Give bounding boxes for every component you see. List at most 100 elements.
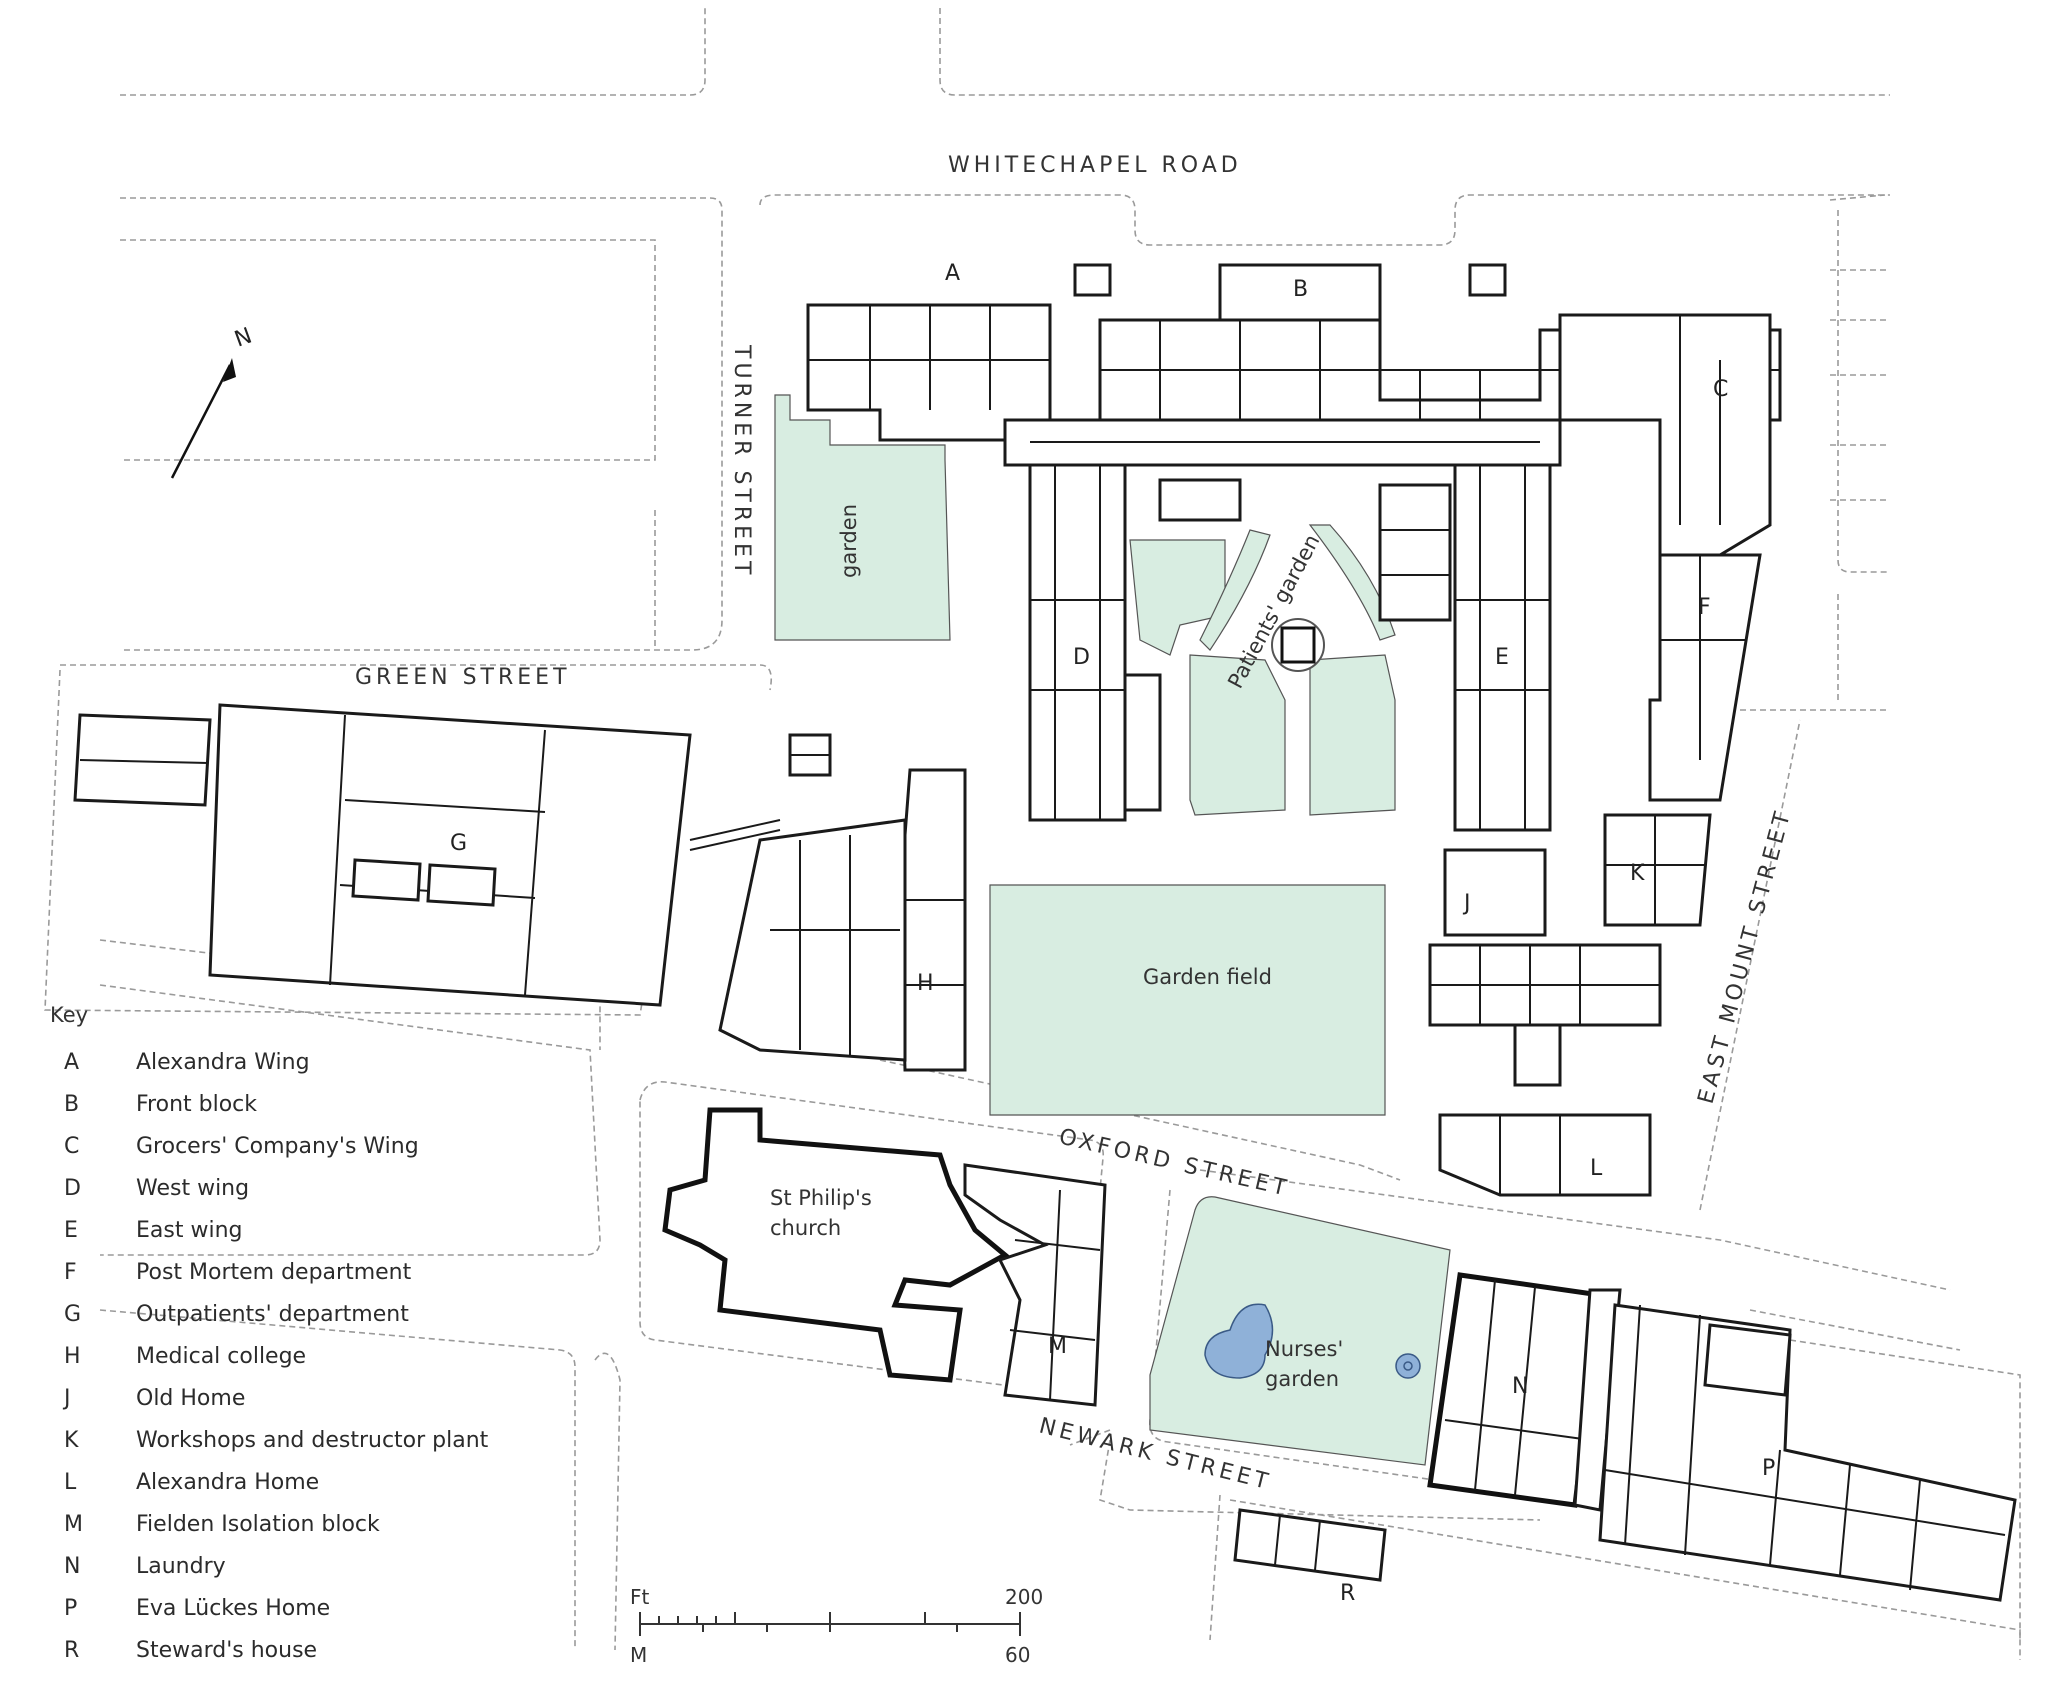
- patients-garden-feature: [1271, 618, 1325, 672]
- letter-b: B: [1293, 277, 1308, 302]
- letter-r: R: [1340, 1581, 1355, 1606]
- key-label: Front block: [136, 1091, 258, 1117]
- key-label: Outpatients' department: [136, 1301, 409, 1327]
- street-green-street: GREEN STREET: [355, 665, 571, 690]
- building-f-post-mortem: [1648, 553, 1762, 802]
- patients-garden-left-lawn: [1129, 539, 1226, 656]
- scale-bar: Ft 200 M 60: [630, 1585, 1043, 1667]
- key-letter: N: [64, 1553, 81, 1579]
- key-letter: K: [64, 1427, 79, 1453]
- letter-k: K: [1630, 861, 1645, 886]
- key-label: Eva Lückes Home: [136, 1595, 331, 1621]
- street-turner-street: TURNER STREET: [729, 344, 754, 578]
- nurses-garden-pond: [1204, 1303, 1274, 1379]
- label-nurses-garden: Nurses'garden: [1265, 1337, 1343, 1391]
- key-label: Post Mortem department: [136, 1259, 412, 1285]
- nurses-garden: [1149, 1196, 1451, 1466]
- key-item: C Grocers' Company's Wing: [50, 1125, 510, 1167]
- key-label: Grocers' Company's Wing: [136, 1133, 419, 1159]
- letter-e: E: [1495, 645, 1509, 670]
- key-letter: P: [64, 1595, 78, 1621]
- key-letter: B: [64, 1091, 80, 1117]
- letter-p: P: [1762, 1456, 1775, 1481]
- key-letter: G: [64, 1301, 82, 1327]
- key-item: P Eva Lückes Home: [50, 1587, 510, 1629]
- key-letter: C: [64, 1133, 80, 1159]
- key-item: K Workshops and destructor plant: [50, 1419, 510, 1461]
- letter-f: F: [1698, 595, 1711, 620]
- building-g-outpatients: [73, 703, 781, 1007]
- street-whitechapel-road: WHITECHAPEL ROAD: [948, 153, 1242, 178]
- key-label: Fielden Isolation block: [136, 1511, 380, 1537]
- letter-a: A: [945, 261, 960, 286]
- letter-j: J: [1462, 891, 1471, 916]
- key-letter: R: [64, 1637, 80, 1663]
- key-label: Laundry: [136, 1553, 226, 1579]
- building-j-old-home: [1443, 848, 1547, 937]
- key-label: Steward's house: [136, 1637, 318, 1663]
- key-item: H Medical college: [50, 1335, 510, 1377]
- patients-garden-bed-left: [1189, 654, 1286, 816]
- patients-garden-arc-left: [1199, 529, 1271, 651]
- key-label: West wing: [136, 1175, 250, 1201]
- key-letter: A: [64, 1049, 80, 1075]
- scale-ft-max: 200: [1005, 1585, 1043, 1609]
- letter-h: H: [917, 971, 934, 996]
- label-garden: garden: [837, 504, 861, 578]
- letter-c: C: [1713, 377, 1728, 402]
- key-label: Old Home: [136, 1385, 246, 1411]
- building-k-workshops: [1603, 813, 1712, 927]
- letter-g: G: [450, 831, 467, 856]
- letter-n: N: [1512, 1374, 1528, 1399]
- key-letter: M: [64, 1511, 83, 1537]
- key-letter: D: [64, 1175, 81, 1201]
- hospital-buildings: [806, 263, 1782, 1197]
- key-item: G Outpatients' department: [50, 1293, 510, 1335]
- key-letter: E: [64, 1217, 78, 1243]
- street-east-mount-street: EAST MOUNT STREET: [1694, 806, 1797, 1107]
- key-item: M Fielden Isolation block: [50, 1503, 510, 1545]
- scale-m-max: 60: [1005, 1643, 1030, 1667]
- map-key: Key A Alexandra Wing B Front block C Grocer…: [50, 1003, 510, 1671]
- key-letter: H: [64, 1343, 81, 1369]
- label-garden-field: Garden field: [1143, 965, 1272, 989]
- key-label: Alexandra Wing: [136, 1049, 310, 1075]
- building-n-laundry: [1427, 1272, 1622, 1512]
- key-item: J Old Home: [50, 1377, 510, 1419]
- key-label: Workshops and destructor plant: [136, 1427, 489, 1453]
- key-label: Medical college: [136, 1343, 307, 1369]
- st-philips-church: [662, 1107, 1010, 1383]
- north-label: N: [231, 323, 255, 352]
- nurses-garden-fountain: [1395, 1353, 1421, 1379]
- letter-m: M: [1048, 1334, 1067, 1359]
- key-title: Key: [50, 1003, 89, 1027]
- key-item: B Front block: [50, 1083, 510, 1125]
- north-arrow: N: [170, 323, 255, 479]
- building-r-stewards-house: [1233, 1508, 1387, 1582]
- letter-l: L: [1590, 1156, 1603, 1181]
- key-label: Alexandra Home: [136, 1469, 320, 1495]
- key-item: R Steward's house: [50, 1629, 510, 1671]
- key-letter: F: [64, 1259, 77, 1285]
- letter-d: D: [1073, 645, 1090, 670]
- key-item: N Laundry: [50, 1545, 510, 1587]
- patients-garden-bed-right: [1309, 654, 1396, 816]
- garden-areas: [774, 394, 1451, 1466]
- block-letter-labels: A B C D E F G H J K L M N P R: [450, 261, 1775, 1606]
- building-p-eva-luckes-home: [1598, 1303, 2017, 1602]
- building-h-medical-college: [718, 733, 967, 1072]
- key-letter: J: [64, 1385, 71, 1411]
- scale-m-label: M: [630, 1643, 647, 1667]
- building-l-alexandra-home: [1438, 1113, 1652, 1197]
- key-item: A Alexandra Wing: [50, 1041, 510, 1083]
- garden-field: [989, 884, 1386, 1116]
- building-e-east-wing: [1453, 463, 1552, 832]
- key-item: F Post Mortem department: [50, 1251, 510, 1293]
- west-garden: [774, 394, 951, 641]
- scale-ft-label: Ft: [630, 1585, 650, 1609]
- patients-garden-arc-right: [1308, 524, 1396, 641]
